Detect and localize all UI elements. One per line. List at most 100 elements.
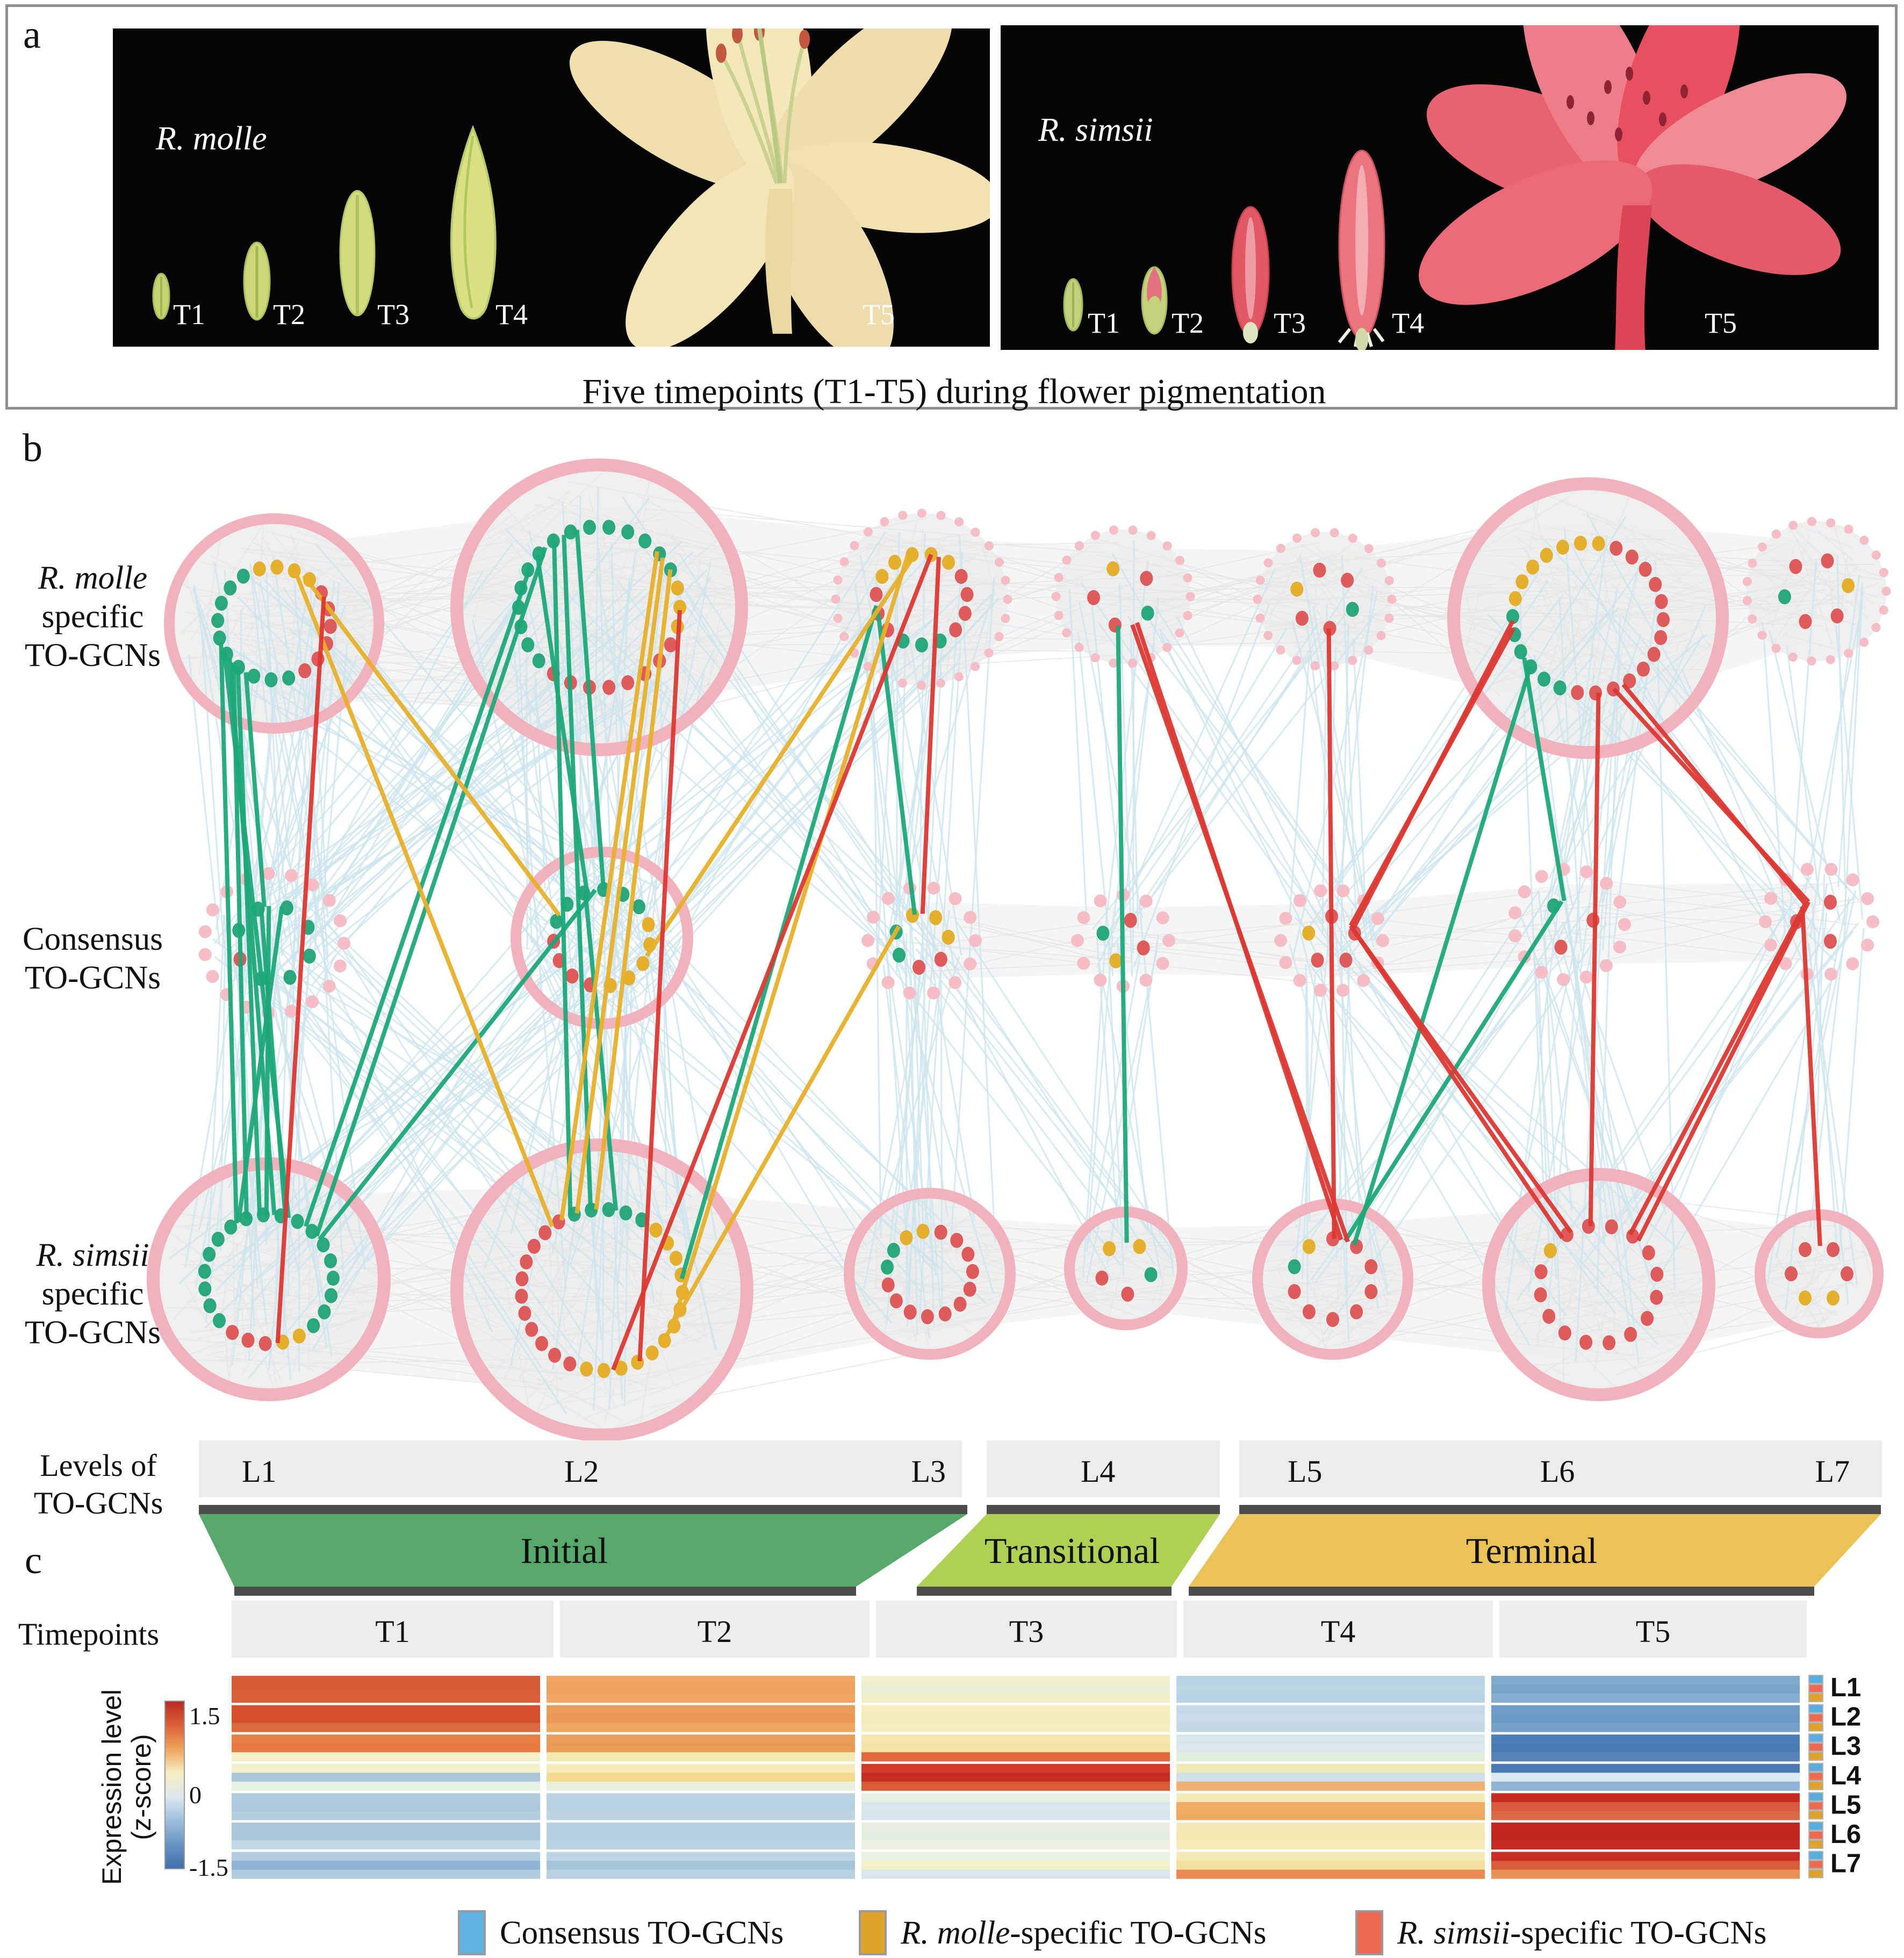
y-module-edge [302, 574, 561, 917]
gray-chord [1794, 1246, 1807, 1274]
gene-node [241, 1332, 255, 1348]
gene-node [282, 670, 296, 686]
band-initial-label: Initial [521, 1530, 608, 1571]
blue-edge [265, 572, 283, 956]
blue-edge [1339, 700, 1609, 955]
heatmap-cell [861, 1840, 1170, 1850]
gray-edge [736, 1237, 934, 1304]
band-bar [987, 1505, 1220, 1514]
gene-node [1295, 611, 1309, 626]
gene-node [1655, 594, 1668, 609]
heatmap-cell [547, 1743, 855, 1753]
gray-edge [922, 538, 1105, 554]
gene-node [1639, 562, 1652, 577]
y-module-edge [574, 557, 665, 1214]
heatmap-cell [1176, 1773, 1485, 1782]
gene-node [1556, 540, 1570, 555]
heatmap-cell [232, 1723, 540, 1732]
gray-chord [231, 1251, 282, 1382]
gray-chord [617, 605, 644, 679]
gray-chord [912, 634, 962, 679]
simsii-species-label: R. simsii [1038, 112, 1153, 148]
heatmap-cell [1491, 1752, 1800, 1762]
gene-node [213, 1313, 226, 1329]
gene-node [632, 899, 645, 915]
colorbar-title-line2: (z-score) [126, 1734, 156, 1840]
level-strip-swatch [1808, 1693, 1823, 1702]
heatmap-cell [232, 1743, 540, 1753]
blue-edge [192, 589, 299, 945]
gray-edge [1153, 1264, 1402, 1277]
gene-node [1364, 1259, 1378, 1274]
blue-edge [219, 929, 226, 1251]
gene-node [317, 1237, 330, 1253]
level-l4: L4 [1081, 1454, 1116, 1489]
gray-edge [570, 1224, 878, 1275]
gray-chord [1541, 492, 1626, 529]
gray-chord [1826, 555, 1839, 650]
row-label-molle-species: R. molle [38, 560, 148, 596]
gene-node [1515, 574, 1529, 590]
gray-edge [276, 679, 618, 704]
gray-chord [1310, 568, 1319, 648]
gene-node [900, 1230, 913, 1245]
gene-node [532, 653, 545, 669]
r-module-edge [1588, 692, 1601, 1227]
gray-edge [1315, 568, 1659, 649]
gene-node [602, 520, 616, 535]
gray-edge [487, 518, 928, 604]
blue-edge [633, 895, 871, 1307]
gray-edge [1311, 589, 1572, 600]
molle-bud-t4 [450, 125, 497, 320]
gray-edge [529, 628, 911, 643]
blue-edge [1291, 620, 1378, 946]
gray-chord [854, 536, 888, 589]
g-module-edge [236, 906, 284, 1223]
molle-bud-t1 [152, 272, 170, 320]
blue-edge [692, 635, 917, 906]
g-module-edge [562, 535, 593, 1210]
blue-edge [504, 528, 896, 936]
gray-chord [494, 1192, 648, 1324]
level-strip-swatch [1808, 1762, 1823, 1772]
gray-chord [464, 503, 543, 565]
gene-node [520, 1254, 533, 1270]
heatmap-cells [232, 1676, 1800, 1879]
gene-node [1624, 1326, 1637, 1342]
gray-edge [908, 1235, 1159, 1339]
gene-node [1124, 913, 1137, 928]
blue-edge [218, 652, 586, 903]
heatmap-cell [861, 1743, 1170, 1753]
blue-edge [256, 916, 597, 1380]
g-module-edge [1352, 665, 1533, 1246]
heatmap-level-label: L2 [1830, 1703, 1861, 1732]
heatmap-colorbar [164, 1701, 185, 1869]
gray-chord [613, 1226, 670, 1311]
blue-edge [1080, 582, 1325, 924]
gray-edge [881, 584, 1066, 625]
gene-node [1526, 560, 1540, 575]
gray-chord [706, 612, 722, 700]
gray-chord [918, 528, 924, 580]
timepoint-box-t2: T2 [560, 1601, 870, 1658]
gray-chord [523, 563, 659, 580]
heatmap-cell [547, 1852, 855, 1861]
gene-node [958, 606, 972, 621]
gray-chord [1510, 1260, 1621, 1266]
band-transitional [917, 1514, 1220, 1587]
gene-node [642, 917, 655, 933]
band-bar [917, 1587, 1172, 1596]
gene-node [1288, 1284, 1301, 1300]
gray-chord [1816, 1241, 1829, 1282]
timepoint-box-t5: T5 [1499, 1601, 1807, 1658]
molle-t3-label: T3 [377, 298, 409, 331]
gray-chord [519, 490, 571, 531]
gray-chord [503, 1211, 589, 1380]
heatmap-cell [232, 1823, 540, 1832]
g-module-edge [219, 642, 239, 1224]
gene-node [966, 1264, 979, 1279]
heatmap-cell [232, 1781, 540, 1791]
heatmap-level-label: L1 [1830, 1673, 1861, 1702]
gene-node [614, 1360, 628, 1376]
gray-chord [1603, 577, 1639, 743]
